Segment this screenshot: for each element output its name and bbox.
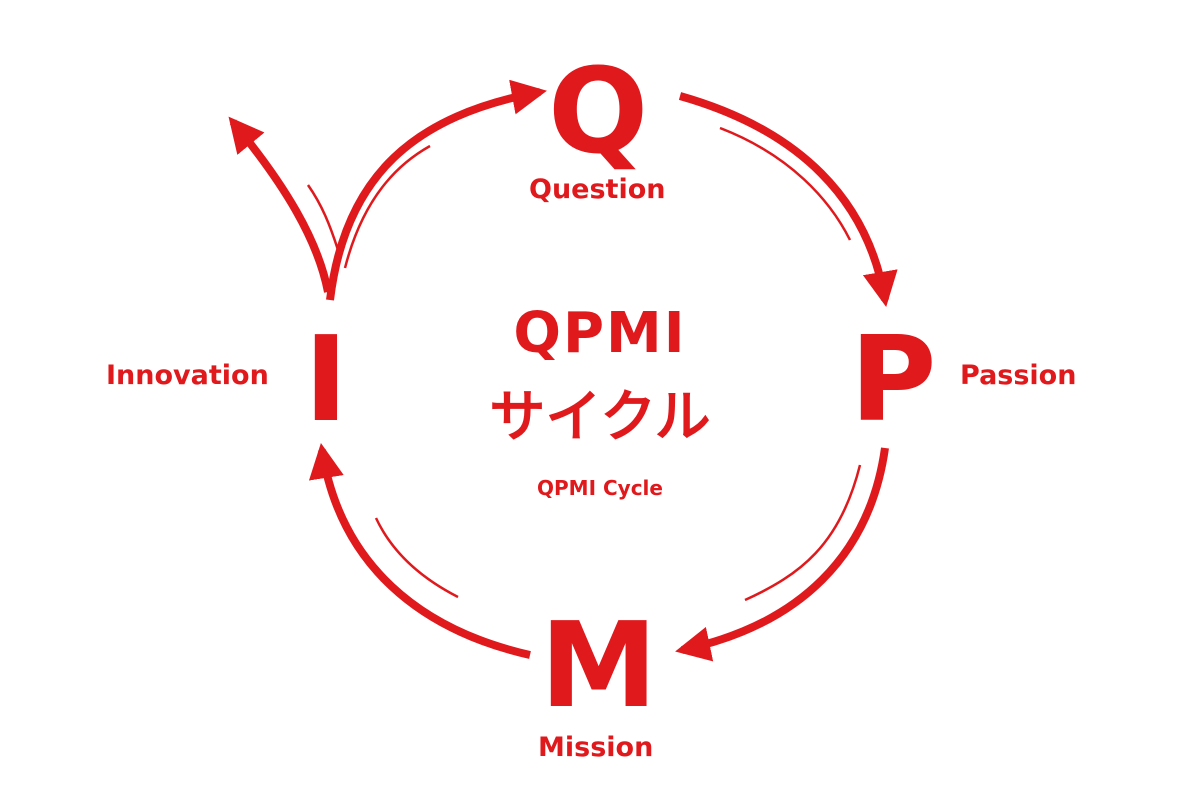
arrow-i-to-q	[326, 79, 547, 301]
node-label-question: Question	[529, 174, 666, 205]
arrow-i-branch-accent	[306, 184, 340, 251]
node-label-mission: Mission	[538, 732, 654, 763]
arrow-q-to-p	[678, 92, 898, 307]
node-label-passion: Passion	[960, 360, 1077, 391]
node-label-innovation: Innovation	[106, 360, 269, 391]
arrow-i-branch-out	[228, 116, 332, 293]
arrow-p-to-m	[675, 447, 889, 662]
node-letter-p: P	[850, 310, 937, 448]
arrow-q-to-p-accent	[719, 126, 852, 241]
arrow-m-to-i-accent	[374, 517, 459, 599]
node-letter-m: M	[540, 596, 658, 734]
node-letter-i: I	[304, 310, 348, 448]
arrow-m-to-i	[308, 443, 531, 659]
arrow-p-to-m-accent	[744, 464, 862, 602]
arrow-i-to-q-accent	[343, 144, 431, 269]
node-letter-q: Q	[548, 42, 649, 180]
center-subtitle-en: QPMI Cycle	[537, 476, 663, 500]
center-title: QPMI	[513, 301, 687, 366]
center-subtitle-ja: サイクル	[489, 385, 711, 450]
